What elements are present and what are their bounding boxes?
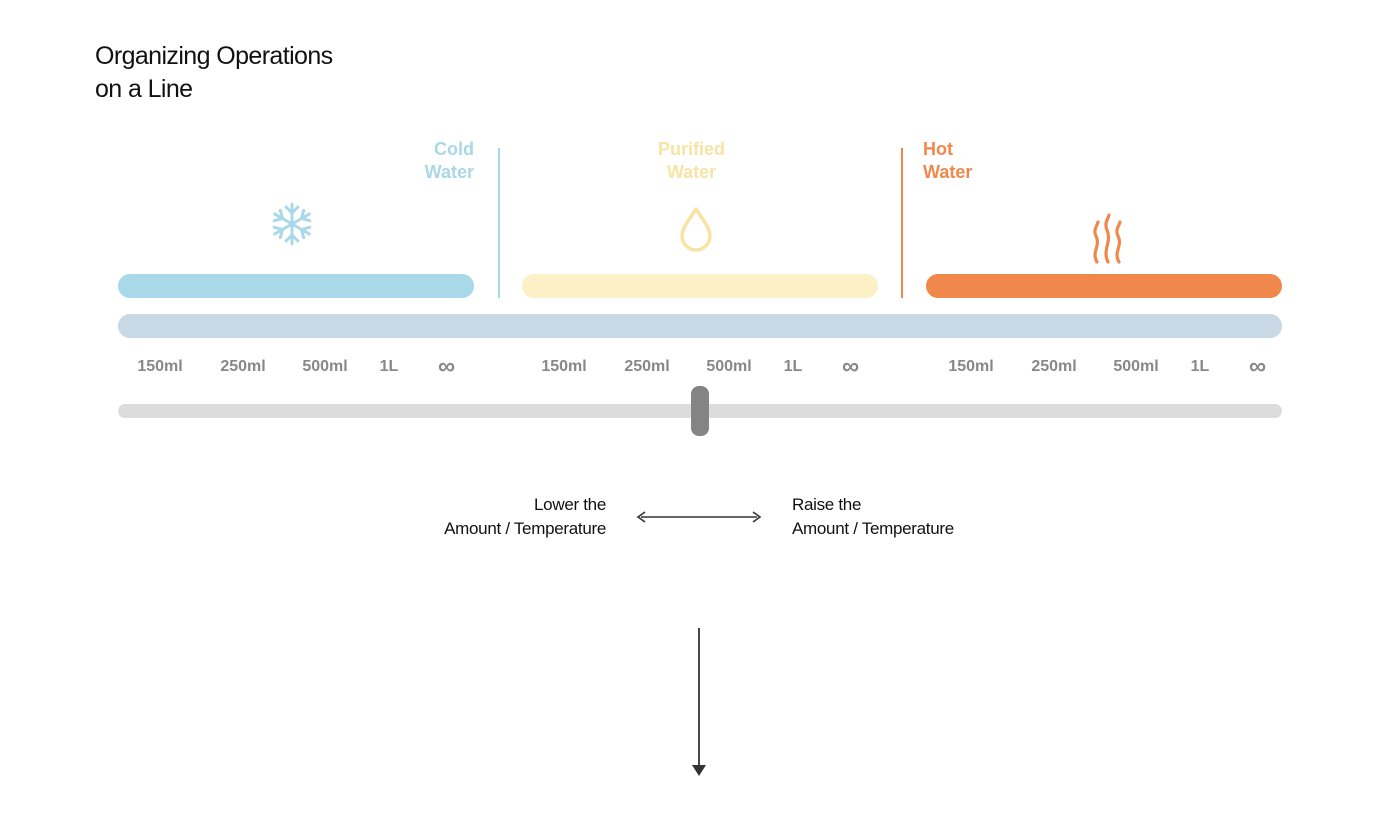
down-arrow-icon (690, 628, 708, 783)
hot-water-label-line-1: Hot (923, 139, 953, 159)
cold-water-bar (118, 274, 474, 298)
page-title-line-2: on a Line (95, 75, 193, 103)
cold-tick-500ml: 500ml (302, 358, 348, 375)
purified-tick-500ml: 500ml (706, 358, 752, 375)
raise-caption-line-2: Amount / Temperature (792, 519, 954, 538)
page-title-line-1: Organizing Operations (95, 42, 333, 70)
hot-tick-1l: 1L (1190, 358, 1210, 375)
raise-caption-line-1: Raise the (792, 495, 862, 514)
page-title: Organizing Operations on a Line (95, 40, 495, 106)
snowflake-icon (268, 200, 316, 248)
hot-water-bar (926, 274, 1282, 298)
slider-handle[interactable] (691, 386, 709, 436)
purified-tick-unlimited: ∞ (841, 353, 859, 380)
lower-caption-line-2: Amount / Temperature (444, 519, 606, 538)
hot-tick-250ml: 250ml (1031, 358, 1077, 375)
purified-tick-150ml: 150ml (541, 358, 587, 375)
combined-range-track (118, 314, 1282, 338)
hot-water-label: Hot Water (923, 138, 1043, 184)
lower-caption: Lower the Amount / Temperature (380, 493, 606, 541)
hot-water-label-line-2: Water (923, 162, 973, 182)
purified-tick-250ml: 250ml (624, 358, 670, 375)
cold-purified-divider (498, 148, 500, 298)
purified-water-bar (522, 274, 878, 298)
cold-water-label-line-2: Water (424, 162, 474, 182)
raise-caption: Raise the Amount / Temperature (792, 493, 1052, 541)
lower-caption-line-1: Lower the (534, 495, 606, 514)
hot-tick-500ml: 500ml (1113, 358, 1159, 375)
cold-tick-unlimited: ∞ (437, 353, 455, 380)
purified-tick-1l: 1L (783, 358, 803, 375)
purified-water-label: Purified Water (620, 138, 763, 184)
purified-hot-divider (901, 148, 903, 298)
cold-tick-150ml: 150ml (137, 358, 183, 375)
cold-tick-1l: 1L (379, 358, 399, 375)
cold-water-label-line-1: Cold (434, 139, 474, 159)
hot-tick-150ml: 150ml (948, 358, 994, 375)
cold-water-label: Cold Water (374, 138, 474, 184)
steam-icon (1088, 212, 1128, 266)
double-arrow-icon (636, 508, 762, 531)
hot-tick-unlimited: ∞ (1248, 353, 1266, 380)
purified-water-label-line-1: Purified (657, 139, 725, 159)
purified-water-label-line-2: Water (666, 162, 717, 182)
cold-tick-250ml: 250ml (220, 358, 266, 375)
water-drop-icon (679, 206, 713, 252)
